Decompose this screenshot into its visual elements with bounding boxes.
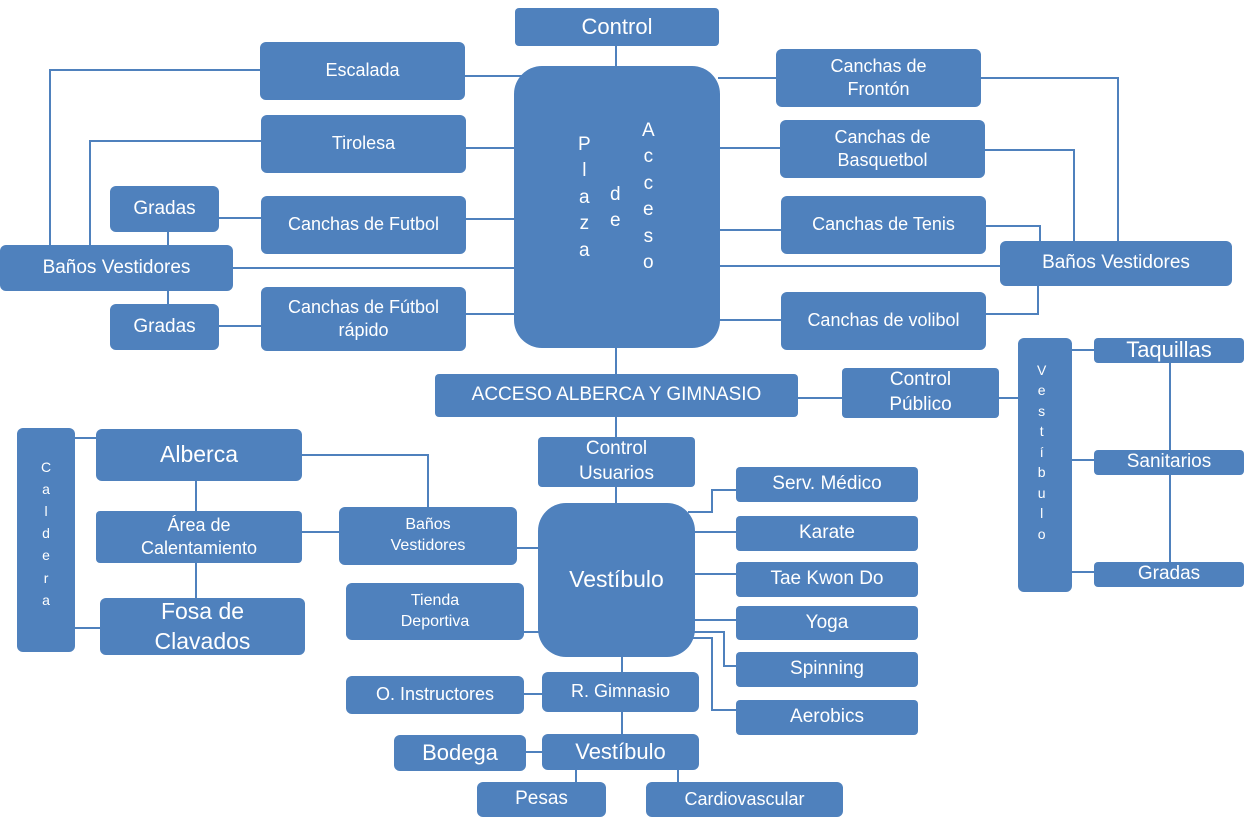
basquetbol-box: Canchas de Basquetbol — [780, 120, 985, 178]
caldera-letter: l — [44, 503, 48, 520]
escalada-box: Escalada — [260, 42, 465, 100]
plaza-letter: z — [579, 213, 590, 235]
fosa-clavados-box: Fosa de Clavados — [100, 598, 305, 655]
volibol-box: Canchas de volibol — [781, 292, 986, 350]
vestibulo-gym-box: Vestíbulo — [542, 734, 699, 770]
acceso-alberca-gimnasio-box: ACCESO ALBERCA Y GIMNASIO — [435, 374, 798, 417]
tae-kwon-do-box: Tae Kwon Do — [736, 562, 918, 597]
vestibulo-letter: l — [1040, 505, 1044, 522]
caldera-letter: e — [42, 547, 50, 564]
caldera-letter: d — [42, 525, 50, 542]
vestibulo-main-box: Vestíbulo — [538, 503, 695, 657]
alberca-box: Alberca — [96, 429, 302, 481]
sanitarios-box: Sanitarios — [1094, 450, 1244, 475]
vestibulo-letter: V — [1037, 362, 1047, 378]
tenis-box: Canchas de Tenis — [781, 196, 986, 254]
acceso-letter: c — [643, 172, 654, 194]
acceso-letter: A — [642, 120, 655, 141]
caldera-letter: C — [41, 459, 52, 475]
spinning-box: Spinning — [736, 652, 918, 687]
r-gimnasio-box: R. Gimnasio — [542, 672, 699, 712]
acceso-letter: c — [643, 146, 654, 168]
cardiovascular-box: Cardiovascular — [646, 782, 843, 817]
plaza-letters: P l a z a — [578, 132, 591, 264]
taquillas-box: Taquillas — [1094, 337, 1244, 363]
tirolesa-box: Tirolesa — [261, 115, 466, 173]
futbol-rapido-box: Canchas de Fútbol rápido — [261, 287, 466, 351]
vestibulo-vertical-box — [1018, 338, 1072, 592]
acceso-letters: A c c e s o — [642, 118, 655, 276]
gradas-bottom-box: Gradas — [110, 304, 219, 350]
gradas-pool-box: Gradas — [1094, 562, 1244, 587]
gradas-top-box: Gradas — [110, 186, 219, 232]
plaza-letter: l — [582, 160, 587, 182]
futbol-box: Canchas de Futbol — [261, 196, 466, 254]
vestibulo-letter: u — [1037, 484, 1046, 501]
serv-medico-box: Serv. Médico — [736, 467, 918, 502]
vestibulo-vertical-letters: V e s t í b u l o — [1037, 360, 1046, 544]
caldera-letters: C a l d e r a — [41, 456, 51, 611]
pesas-box: Pesas — [477, 782, 606, 817]
de-letters: d e — [610, 182, 621, 235]
caldera-box — [17, 428, 75, 652]
fronton-box: Canchas de Frontón — [776, 49, 981, 107]
vestibulo-letter: t — [1039, 423, 1044, 440]
control-usuarios-box: Control Usuarios — [538, 437, 695, 487]
acceso-letter: o — [643, 252, 654, 274]
caldera-letter: r — [43, 569, 49, 586]
o-instructores-box: O. Instructores — [346, 676, 524, 714]
vestibulo-letter: í — [1039, 443, 1044, 460]
vestibulo-letter: o — [1037, 525, 1046, 542]
caldera-letter: a — [42, 591, 50, 608]
plaza-letter: a — [579, 239, 590, 261]
banos-vestidores-right-box: Baños Vestidores — [1000, 241, 1232, 286]
vestibulo-letter: s — [1038, 402, 1046, 419]
karate-box: Karate — [736, 516, 918, 551]
tienda-deportiva-box: Tienda Deportiva — [346, 583, 524, 640]
de-letter: e — [610, 210, 621, 232]
plaza-letter: a — [579, 186, 590, 208]
de-letter: d — [610, 184, 621, 205]
acceso-letter: e — [643, 199, 654, 221]
vestibulo-letter: e — [1037, 382, 1046, 399]
yoga-box: Yoga — [736, 606, 918, 640]
caldera-letter: a — [42, 481, 50, 498]
acceso-letter: s — [643, 225, 654, 247]
control-box: Control — [515, 8, 719, 46]
plaza-de-acceso-box — [514, 66, 720, 348]
vestibulo-letter: b — [1037, 464, 1046, 481]
bodega-box: Bodega — [394, 735, 526, 771]
banos-vestidores-pool-box: Baños Vestidores — [339, 507, 517, 565]
control-publico-box: Control Público — [842, 368, 999, 418]
plaza-letter: P — [578, 134, 591, 155]
aerobics-box: Aerobics — [736, 700, 918, 735]
banos-vestidores-left-box: Baños Vestidores — [0, 245, 233, 291]
area-calentamiento-box: Área de Calentamiento — [96, 511, 302, 563]
